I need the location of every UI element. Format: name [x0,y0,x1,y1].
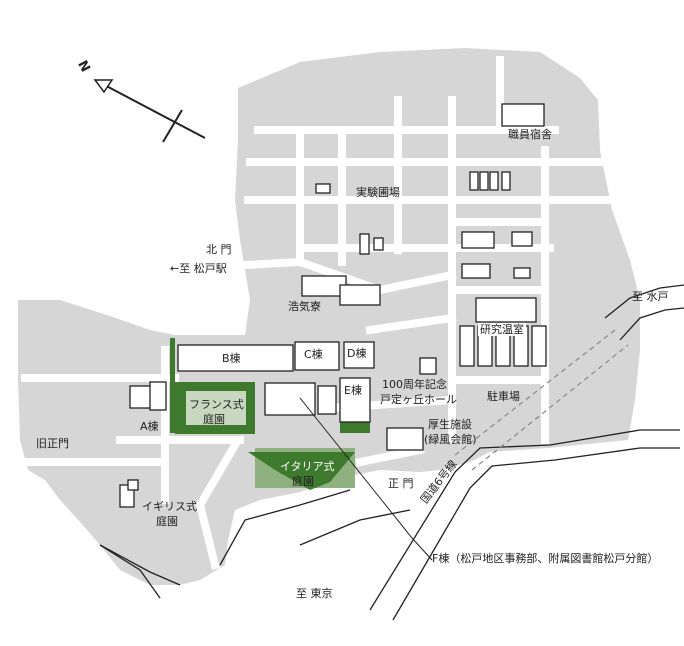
label-to-tokyo: 至 東京 [296,587,333,600]
building-english2 [127,479,139,491]
building-field-3 [373,237,384,251]
building-welfare [386,427,424,451]
label-parking: 駐車場 [487,390,520,403]
road-diag2 [195,439,241,570]
label-french-garden-2: 庭園 [203,413,225,426]
label-english-garden-1: イギリス式 [142,500,197,513]
building-lab-5 [461,231,495,249]
road-diagonal [365,313,457,335]
building-field-1 [315,183,331,194]
label-to-mito: 至 水戸 [632,290,669,303]
building-d [343,341,375,369]
label-north-gate: 北 門 [206,243,232,256]
building-e [339,377,371,423]
label-building-a: A棟 [140,420,159,433]
label-main-gate: 正 門 [388,477,414,490]
building-c [294,341,340,371]
building-hall [419,357,437,375]
label-welfare-2: (緑風会館) [424,433,477,446]
building-f2 [317,385,337,415]
label-english-garden-2: 庭園 [156,515,178,528]
building-kokiryo2 [339,284,381,306]
b-garden-strip [170,338,175,433]
building-b [177,344,294,372]
label-kokiryo: 浩気寮 [288,300,321,313]
label-hall-1: 100周年記念 [382,378,447,391]
label-italian-garden-2: 庭園 [292,475,314,488]
building-staff [501,103,545,127]
label-french-garden-1: フランス式 [187,398,246,411]
mito-road-1 [604,284,684,319]
greenhouse-top [475,297,537,323]
tunnel-dashed [454,329,616,456]
route6-edge-2 [392,447,680,621]
route6-edge-1 [369,429,680,611]
f-leader-line [299,397,433,561]
road-to-tokyo [299,509,411,546]
building-lab-3 [489,171,499,191]
building-lab-6 [511,231,533,247]
south-road-1 [99,544,161,599]
italian-garden-area [248,452,355,490]
tokyo-road-1 [99,544,181,586]
label-italian-garden-1: イタリア式 [280,460,335,473]
label-staff-dorm: 職員宿舎 [508,128,552,141]
label-old-main-gate: 旧正門 [36,437,69,450]
label-building-c: C棟 [304,348,323,361]
label-building-d: D棟 [347,347,367,360]
compass-arrow [93,79,114,94]
building-lab-7 [461,263,491,279]
building-lab-2 [479,171,489,191]
building-field-2 [359,233,370,255]
road-front [355,445,425,467]
outer-roads [99,284,684,621]
greenhouse-5 [531,325,547,367]
label-welfare-1: 厚生施設 [428,418,472,431]
building-lab-8 [513,267,531,279]
mito-road-2 [619,307,684,341]
south-road-2 [219,489,351,566]
tunnel-dashed-2 [471,344,629,471]
label-building-f: F棟（松戸地区事務部、附属図書館松戸分館） [432,552,659,565]
compass [93,79,206,143]
building-lab-4 [501,171,511,191]
label-building-b: B棟 [222,352,241,365]
label-hall-2: 戸定ヶ丘ホール [380,393,457,406]
building-lab-1 [469,171,479,191]
label-experimental-field: 実験圃場 [356,186,400,199]
label-research-greenhouse: 研究温室 [478,323,526,336]
label-to-matsudo-station: ←至 松戸駅 [170,262,227,275]
greenhouse-1 [459,325,475,367]
buildings [119,103,547,508]
building-a2 [149,381,167,411]
building-a [129,385,153,409]
building-f [264,382,316,416]
label-building-e: E棟 [344,384,362,397]
